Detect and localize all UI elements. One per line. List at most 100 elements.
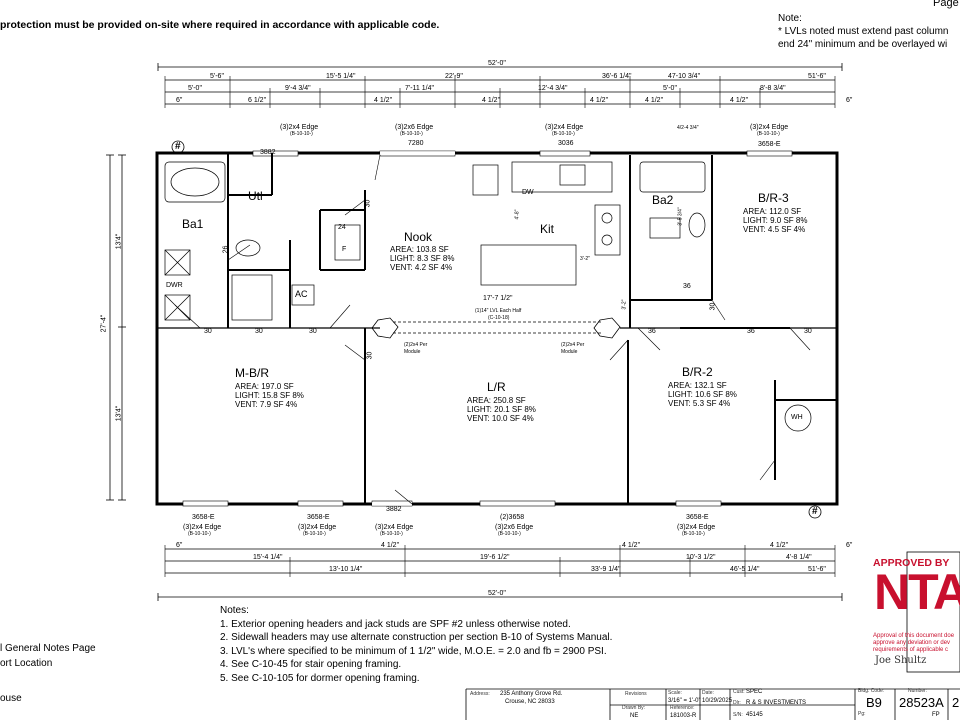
stamp-approved: APPROVED BY — [873, 557, 950, 569]
dim-bottom-r1: 6" — [846, 542, 853, 549]
room-br2-area: AREA: 132.1 SF — [668, 381, 727, 390]
tb-number-label: Number: — [908, 688, 928, 694]
window-bottom-1 — [182, 500, 229, 507]
post-left-label-2: Module — [404, 349, 421, 355]
notes-item: 5. See C-10-105 for dormer opening frami… — [220, 672, 420, 684]
dim-top-small: 4/2-4 3/4" — [677, 125, 699, 131]
dim-top-r4: 6 1/2" — [248, 97, 267, 104]
room-mbr-light: LIGHT: 15.8 SF 8% — [235, 391, 304, 401]
door-label: 30 — [204, 328, 212, 335]
stamp-line-2: approve any deviation or dev — [873, 640, 951, 646]
dim-bottom-r2: 4'-8 1/4" — [786, 554, 812, 561]
room-br3-light: LIGHT: 9.0 SF 8% — [743, 216, 808, 226]
beam-ref: (C-10-18) — [488, 315, 510, 321]
room-nook-light: LIGHT: 8.3 SF 8% — [390, 254, 455, 264]
tb-cust-label: Cust: — [733, 689, 745, 695]
dim-bottom-r1: 4 1/2" — [622, 542, 641, 549]
door-label: 30 — [709, 302, 717, 311]
tb-date-label: Date: — [702, 690, 714, 696]
room-br3-vent: VENT: 4.5 SF 4% — [743, 225, 806, 235]
dim-top-r4: 6" — [176, 97, 183, 104]
north-mark-top: # — [175, 141, 181, 152]
post-left — [371, 317, 399, 339]
header-callout-top-code: 7280 — [408, 140, 424, 147]
dim-top-overall: 52'-0" — [488, 60, 506, 67]
room-kit: Kit — [540, 222, 555, 236]
notes-item: 2. Sidewall headers may use alternate co… — [220, 632, 613, 643]
header-callout-top: (3)2x4 Edge — [750, 124, 789, 131]
page-label: Page — [933, 0, 959, 9]
room-lr-light: LIGHT: 20.1 SF 8% — [467, 405, 536, 415]
beam-span: 17'-7 1/2" — [483, 295, 513, 302]
dim-top-r2: 15'-5 1/4" — [326, 73, 356, 80]
toilet-ba1 — [235, 239, 261, 257]
dim-bottom-r1: 4 1/2" — [770, 542, 789, 549]
header-callout-bottom: (3)2x6 Edge — [495, 524, 534, 531]
header-callout-bottom-sub: (B-10-10-) — [380, 531, 403, 537]
note-title: Note: — [778, 13, 802, 24]
side-dim: 3'-2" — [621, 299, 628, 310]
tub-ba1 — [164, 161, 226, 203]
tb-bldg: B9 — [866, 695, 882, 710]
tb-sn: 45145 — [746, 712, 763, 718]
dim-top-r2: 47-10 3/4" — [668, 73, 701, 80]
header-callout-top-code: 3882 — [260, 149, 276, 156]
label-ac: AC — [295, 289, 308, 299]
room-mbr-info: AREA: 197.0 SF LIGHT: 15.8 SF 8% VENT: 7… — [235, 382, 304, 410]
room-br2-light: LIGHT: 10.6 SF 8% — [668, 390, 737, 400]
dim-top-r2: 5'-6" — [210, 73, 224, 80]
dim-side-lower: 13'4" — [115, 405, 123, 422]
dim-bottom-r2: 19'-6 1/2" — [480, 554, 510, 561]
header-callout-bottom-sub: (B-10-10-) — [498, 531, 521, 537]
door-label: 36 — [683, 283, 691, 290]
tb-address-label: Address: — [470, 691, 490, 697]
toilet-ba2 — [688, 212, 706, 238]
dim-bottom-overall: 52'-0" — [488, 590, 506, 597]
tb-bldg-label: Bldg. Code: — [858, 688, 885, 694]
stamp-frame — [906, 551, 960, 673]
header-callout-bottom-sub: (B-10-10-) — [303, 531, 326, 537]
room-mbr-name: M-B/R — [235, 366, 269, 380]
dim-bottom-r3: 51'-6" — [808, 566, 826, 573]
range — [594, 204, 621, 256]
title-block-frame — [465, 688, 960, 720]
dim-bottom-r1: 4 1/2" — [381, 542, 400, 549]
tb-revisions: Revisions — [625, 691, 647, 697]
room-br3-name: B/R-3 — [758, 191, 789, 205]
dim-top-r3: 5'-0" — [188, 85, 202, 92]
room-nook-area: AREA: 103.8 SF — [390, 245, 449, 254]
tb-edge: 2 — [952, 695, 960, 710]
ba2-dim: 3'-5 3/4" — [677, 207, 684, 226]
tb-date: 10/29/2025 — [702, 698, 733, 704]
header-callout-bottom: (3)2x4 Edge — [298, 524, 337, 531]
dim-top-r2: 36'-6 1/4" — [602, 73, 632, 80]
header-callout-top-sub: (B-10-10-) — [757, 131, 780, 137]
tb-scale: 3/16" = 1'-0" — [668, 698, 701, 704]
note-line-2: end 24" minimum and be overlayed wi — [778, 39, 948, 50]
header-callout-bottom-code: 3658-E — [192, 514, 215, 521]
window-top-kit — [539, 150, 591, 157]
room-lr-vent: VENT: 10.0 SF 4% — [467, 414, 534, 424]
room-ba2: Ba2 — [652, 193, 674, 207]
header-callout-bottom-sub: (B-10-10-) — [188, 531, 211, 537]
dim-top-r4: 4 1/2" — [645, 97, 664, 104]
dim-top-r4: 4 1/2" — [730, 97, 749, 104]
header-callout-top: (3)2x4 Edge — [280, 124, 319, 131]
tb-number: 28523A — [899, 695, 944, 710]
label-furnace: F — [342, 246, 347, 253]
room-utl: Utl — [248, 189, 263, 203]
dim-top-r2: 22'-9" — [445, 73, 463, 80]
dim-top-r3: 7'-11 1/4" — [405, 85, 434, 92]
tb-pg-label: Pg: — [858, 711, 866, 717]
header-callout-bottom-code: 3658-E — [686, 514, 709, 521]
tb-dlr: R & S INVESTMENTS — [746, 700, 807, 706]
door-label: 24 — [338, 224, 346, 231]
notes-block: Notes: 1. Exterior opening headers and j… — [220, 604, 612, 685]
header-callout-top: (3)2x4 Edge — [545, 124, 584, 131]
kitchen-counter — [511, 161, 613, 193]
tb-drawn: NE — [630, 713, 639, 719]
header-callout-top-sub: (B-10-10-) — [552, 131, 575, 137]
notes-item: 4. See C-10-45 for stair opening framing… — [220, 659, 402, 670]
dim-bottom-r2: 10'-3 1/2" — [686, 554, 716, 561]
